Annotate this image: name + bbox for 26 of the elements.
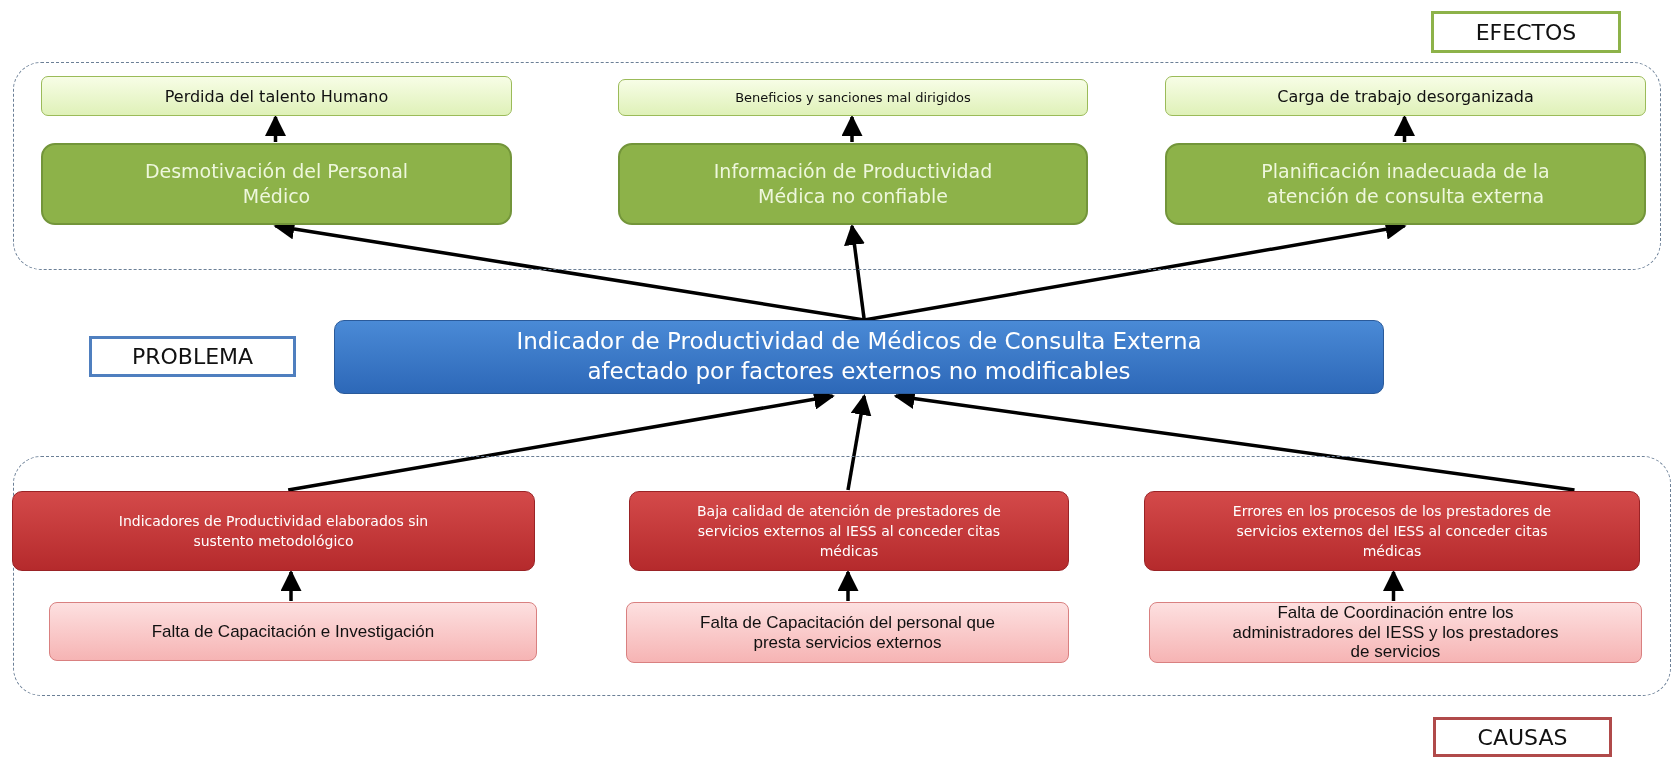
root-cause-box: Falta de Capacitación del personal que presta servicios externos — [626, 602, 1069, 663]
effect-box: Perdida del talento Humano — [41, 76, 512, 116]
section-tag: CAUSAS — [1433, 717, 1612, 757]
consequence-box: Información de Productividad Médica no confiable — [618, 143, 1088, 225]
arrow — [846, 393, 872, 491]
consequence-box: Desmotivación del Personal Médico — [41, 143, 512, 225]
problem-box: Indicador de Productividad de Médicos de Consulta Externa afectado por factores externos no modificables — [334, 320, 1384, 394]
section-tag: PROBLEMA — [89, 336, 296, 377]
cause-box: Baja calidad de atención de prestadores de servicios externos al IESS al conceder citas médicas — [629, 491, 1069, 571]
section-tag: EFECTOS — [1431, 11, 1621, 53]
arrow — [844, 223, 866, 321]
arrow — [1394, 114, 1415, 142]
effect-box: Carga de trabajo desorganizada — [1165, 76, 1646, 116]
arrow — [841, 114, 863, 142]
arrow — [837, 569, 859, 601]
cause-box: Indicadores de Productividad elaborados sin sustento metodológico — [12, 491, 535, 571]
consequence-box: Planificación inadecuada de la atención de consulta externa — [1165, 143, 1646, 225]
root-cause-box: Falta de Capacitación e Investigación — [49, 602, 537, 661]
arrow — [1383, 569, 1404, 601]
cause-box: Errores en los procesos de los prestadores de servicios externos del IESS al conceder citas médicas — [1144, 491, 1640, 571]
dashed-group-frame — [13, 456, 1671, 696]
root-cause-box: Falta de Coordinación entre los administradores del IESS y los prestadores de servicios — [1149, 602, 1642, 663]
effect-box: Beneficios y sanciones mal dirigidos — [618, 79, 1088, 116]
arrow — [265, 114, 286, 142]
arrow — [280, 569, 302, 601]
dashed-group-frame — [13, 62, 1661, 270]
